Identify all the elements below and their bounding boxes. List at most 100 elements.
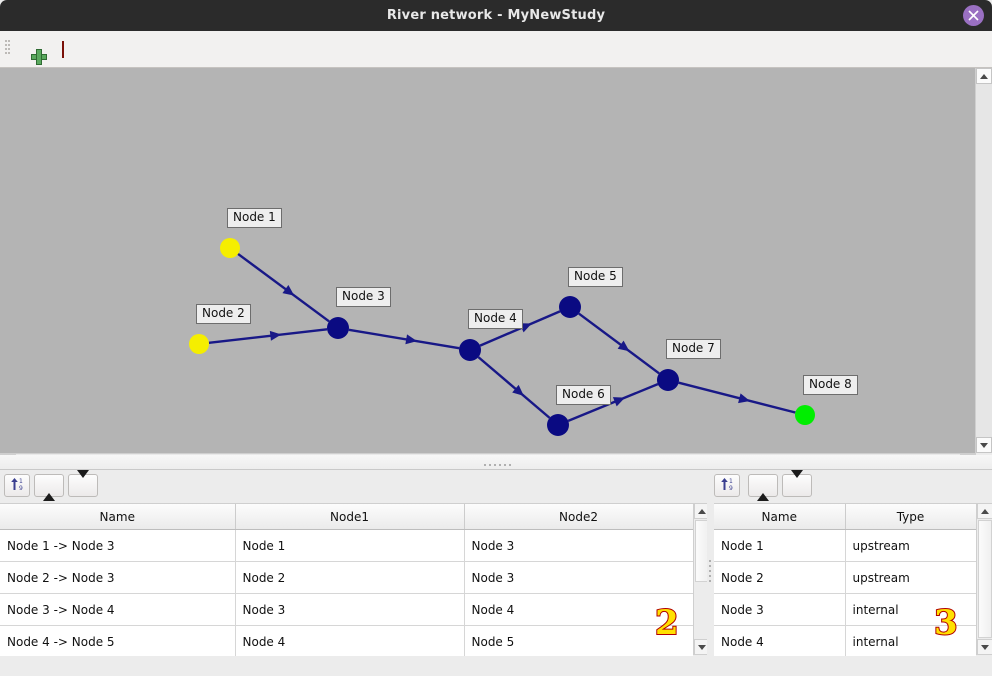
arrow-up-icon	[757, 478, 769, 501]
table-cell[interactable]: Node 2 -> Node 3	[0, 561, 236, 594]
canvas-vertical-scrollbar[interactable]	[975, 68, 992, 453]
scroll-up-icon[interactable]	[977, 503, 992, 519]
svg-text:9: 9	[729, 485, 733, 492]
column-header-type[interactable]: Type	[845, 504, 976, 530]
table-cell[interactable]: Node 4	[464, 593, 693, 626]
table-cell[interactable]: Node 1	[714, 529, 846, 562]
column-header-node1[interactable]: Node1	[235, 504, 465, 530]
sort-icon: 1 9	[719, 478, 735, 495]
nodes-scroll-thumb[interactable]	[978, 520, 992, 638]
table-cell[interactable]: Node 4 -> Node 5	[0, 625, 236, 656]
svg-text:9: 9	[19, 485, 23, 492]
scroll-down-icon[interactable]	[977, 639, 992, 655]
annotation-3: 3	[933, 603, 959, 643]
graph-node-label[interactable]: Node 4	[468, 309, 523, 329]
edges-move-up-button[interactable]	[34, 474, 64, 501]
scroll-up-icon[interactable]	[694, 503, 710, 519]
svg-text:1: 1	[19, 478, 23, 485]
table-cell[interactable]: Node 3	[235, 593, 465, 626]
add-node-button[interactable]	[18, 37, 47, 65]
graph-node-node-3[interactable]	[327, 317, 349, 339]
column-header-name[interactable]: Name	[714, 504, 846, 530]
network-graph: Node 1 Node 2 Node 3 Node 4 Node 5 Node 6 Node…	[0, 68, 976, 453]
splitter-grip	[484, 464, 511, 467]
graph-node-node-8[interactable]	[795, 405, 815, 425]
column-header-name[interactable]: Name	[0, 504, 236, 530]
panes-divider[interactable]	[707, 470, 712, 676]
table-cell[interactable]: Node 3	[464, 529, 693, 562]
graph-node-label[interactable]: Node 1	[227, 208, 282, 228]
graph-node-label[interactable]: Node 3	[336, 287, 391, 307]
graph-node-node-7[interactable]	[657, 369, 679, 391]
sort-icon: 1 9	[9, 478, 25, 495]
table-cell[interactable]: upstream	[845, 561, 976, 594]
edges-sort-button[interactable]: 1 9	[4, 474, 30, 497]
graph-node-label[interactable]: Node 5	[568, 267, 623, 287]
graph-node-label[interactable]: Node 7	[666, 339, 721, 359]
nodes-move-down-button[interactable]	[782, 470, 812, 497]
table-cell[interactable]: internal	[845, 625, 976, 656]
table-cell[interactable]: Node 3 -> Node 4	[0, 593, 236, 626]
column-header-node2[interactable]: Node2	[464, 504, 693, 530]
table-cell[interactable]: Node 1 -> Node 3	[0, 529, 236, 562]
minus-icon	[62, 40, 64, 58]
table-cell[interactable]: Node 3	[714, 593, 846, 626]
arrow-up-icon	[43, 478, 55, 501]
network-canvas[interactable]: Node 1 Node 2 Node 3 Node 4 Node 5 Node 6 Node…	[0, 68, 992, 453]
table-cell[interactable]: Node 3	[464, 561, 693, 594]
scroll-up-icon[interactable]	[976, 68, 992, 84]
graph-node-node-5[interactable]	[559, 296, 581, 318]
graph-node-label[interactable]: Node 8	[803, 375, 858, 395]
table-cell[interactable]: internal	[845, 593, 976, 626]
table-cell[interactable]: Node 1	[235, 529, 465, 562]
graph-node-label[interactable]: Node 6	[556, 385, 611, 405]
graph-node-node-2[interactable]	[189, 334, 209, 354]
nodes-table-scrollbar[interactable]	[976, 503, 992, 655]
pane-splitter[interactable]	[0, 455, 992, 470]
title-bar: River network - MyNewStudy	[0, 0, 992, 31]
graph-node-node-1[interactable]	[220, 238, 240, 258]
table-cell[interactable]: Node 4	[714, 625, 846, 656]
graph-node-node-4[interactable]	[459, 339, 481, 361]
svg-text:1: 1	[729, 478, 733, 485]
arrow-down-icon	[791, 470, 803, 493]
sort-glyph: 1 9	[721, 478, 733, 492]
table-cell[interactable]: Node 2	[714, 561, 846, 594]
close-icon[interactable]	[963, 5, 984, 26]
table-cell[interactable]: Node 2	[235, 561, 465, 594]
annotation-2: 2	[654, 603, 680, 643]
graph-node-label[interactable]: Node 2	[196, 304, 251, 324]
edge-layer	[208, 252, 796, 422]
nodes-sort-button[interactable]: 1 9	[714, 474, 740, 497]
graph-node-node-6[interactable]	[547, 414, 569, 436]
table-cell[interactable]: upstream	[845, 529, 976, 562]
edges-move-down-button[interactable]	[68, 470, 98, 497]
edges-table-scrollbar[interactable]	[693, 503, 710, 655]
close-glyph	[968, 10, 979, 21]
splitter-divider	[0, 469, 992, 470]
scroll-down-icon[interactable]	[976, 437, 992, 453]
window-title: River network - MyNewStudy	[386, 8, 606, 23]
table-cell[interactable]: Node 5	[464, 625, 693, 656]
nodes-move-up-button[interactable]	[748, 474, 778, 501]
toolbar-grip[interactable]	[5, 40, 10, 58]
remove-node-button[interactable]	[50, 37, 76, 61]
table-cell[interactable]: Node 4	[235, 625, 465, 656]
arrow-down-icon	[77, 470, 89, 493]
